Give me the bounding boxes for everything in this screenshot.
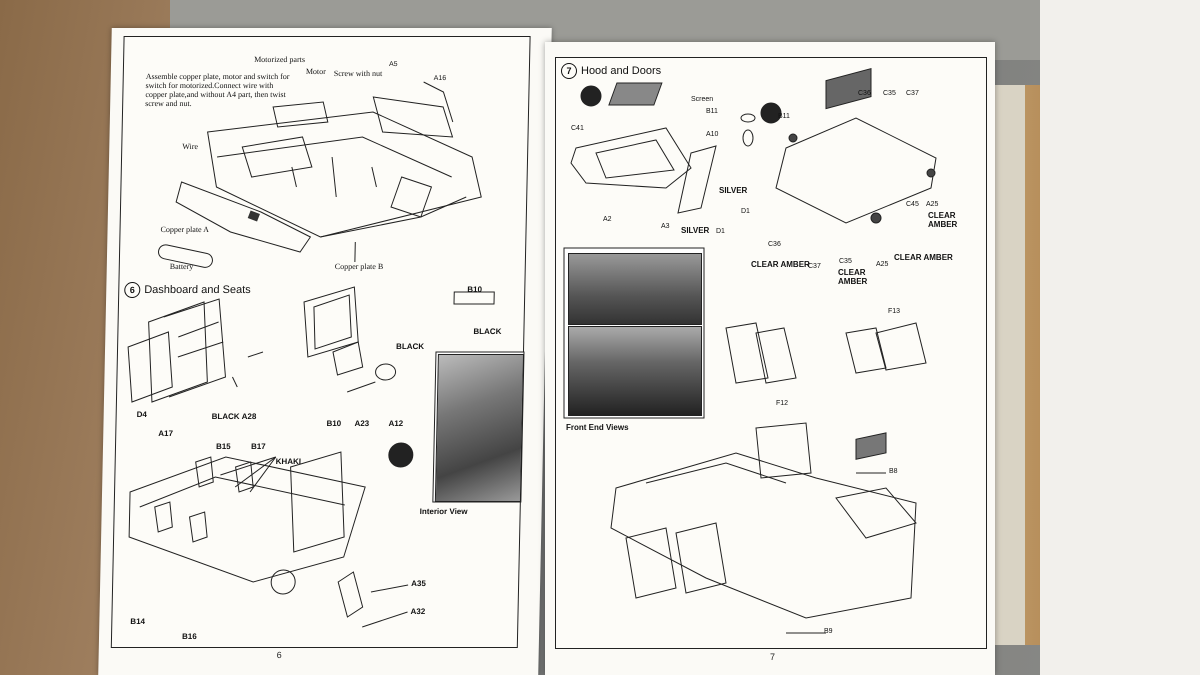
label-b15: B15 <box>215 442 231 451</box>
label-a12: A12 <box>388 419 404 428</box>
label-screen: Screen <box>691 96 714 103</box>
interior-view-photo <box>434 354 524 502</box>
label-black-a28: BLACK <box>211 412 240 421</box>
label-c37b: C37 <box>808 263 821 270</box>
label-b14: B14 <box>130 617 146 626</box>
label-a32: A32 <box>410 607 426 616</box>
section-7-number: 7 <box>561 63 577 79</box>
label-khaki: KHAKI <box>275 457 302 466</box>
label-a10: A10 <box>706 131 719 138</box>
label-f12: F12 <box>776 400 789 407</box>
label-b17: B17 <box>250 442 266 451</box>
label-interior-view: Interior View <box>419 507 468 516</box>
section-7-heading: Hood and Doors <box>581 65 662 77</box>
label-front-end-views: Front End Views <box>566 423 629 432</box>
label-clear-amber1: CLEAR AMBER <box>928 211 958 229</box>
right-page-frame: 7 Hood and Doors <box>555 57 987 649</box>
label-clear-amber4: CLEAR AMBER <box>894 253 953 262</box>
label-b10-top: B10 <box>467 285 483 294</box>
label-c45: C45 <box>906 201 919 208</box>
page-number-right: 7 <box>770 652 776 662</box>
label-clear-amber3: CLEAR AMBER <box>838 268 868 286</box>
label-a25a: A25 <box>926 201 939 208</box>
label-black-wheel: BLACK <box>396 342 425 351</box>
label-b11a: B11 <box>706 108 718 115</box>
label-f13: F13 <box>888 308 901 315</box>
label-b8: B8 <box>889 468 898 475</box>
label-b11b: B11 <box>778 113 790 120</box>
label-a28: A28 <box>241 412 257 421</box>
left-page-frame: Motorized parts Assemble copper plate, m… <box>110 36 531 648</box>
white-surface <box>1040 0 1200 675</box>
label-a2: A2 <box>603 216 612 223</box>
label-c35b: C35 <box>839 258 852 265</box>
label-c37a: C37 <box>906 90 919 97</box>
front-end-photo-bottom <box>568 326 702 416</box>
label-b10: B10 <box>326 419 342 428</box>
label-d1b: D1 <box>716 228 725 235</box>
label-b9: B9 <box>824 628 833 635</box>
label-clear-amber2: CLEAR AMBER <box>751 260 810 269</box>
section-7-title: 7 Hood and Doors <box>561 63 661 79</box>
label-silver2: SILVER <box>681 226 710 235</box>
front-end-photo-top <box>568 253 702 325</box>
label-a25b: A25 <box>876 261 889 268</box>
label-black-b10: BLACK <box>473 327 502 336</box>
label-c36a: C36 <box>858 90 871 97</box>
label-a17: A17 <box>158 429 174 438</box>
label-c35a: C35 <box>883 90 896 97</box>
chassis-drawing <box>158 81 482 268</box>
left-page: Motorized parts Assemble copper plate, m… <box>98 28 552 675</box>
right-page: 7 Hood and Doors <box>545 42 995 675</box>
page-number-left: 6 <box>276 650 282 660</box>
label-c36b: C36 <box>768 241 781 248</box>
dashboard-seats-drawing <box>127 286 525 628</box>
label-a3: A3 <box>661 223 670 230</box>
label-c41: C41 <box>571 125 584 132</box>
label-a35: A35 <box>411 579 426 588</box>
label-d1a: D1 <box>741 208 750 215</box>
label-a23: A23 <box>354 419 370 428</box>
label-d4: D4 <box>136 410 148 419</box>
label-silver1: SILVER <box>719 186 748 195</box>
label-b16: B16 <box>181 632 197 641</box>
